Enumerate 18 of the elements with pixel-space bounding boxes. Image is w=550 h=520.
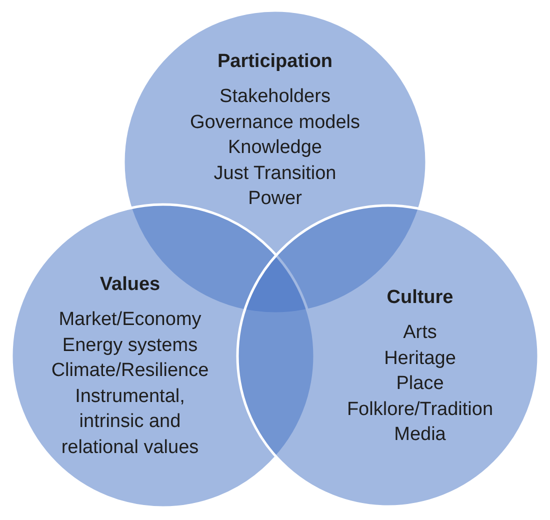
topic-label: Governance models (190, 110, 360, 134)
circle-title: Culture (386, 286, 454, 310)
topic-label: Power (248, 187, 302, 211)
topic-label: Folklore/Tradition (346, 398, 494, 422)
topic-label: Knowledge (228, 136, 322, 160)
topic-label: Arts (403, 321, 437, 345)
topic-label: Market/Economy (58, 308, 202, 332)
topic-label: Energy systems (62, 334, 198, 358)
circle-title: Participation (217, 50, 333, 74)
topic-label: Heritage (384, 346, 456, 370)
topic-label: Climate/Resilience (51, 359, 209, 383)
topic-label: Stakeholders (220, 85, 330, 109)
topic-label: Just Transition (214, 162, 336, 186)
circle-title: Values (100, 273, 160, 297)
topic-label: Place (396, 372, 444, 396)
topic-label: Media (394, 423, 446, 447)
topic-label: Instrumental, intrinsic and relational values (60, 384, 200, 460)
venn-circle (236, 204, 540, 508)
